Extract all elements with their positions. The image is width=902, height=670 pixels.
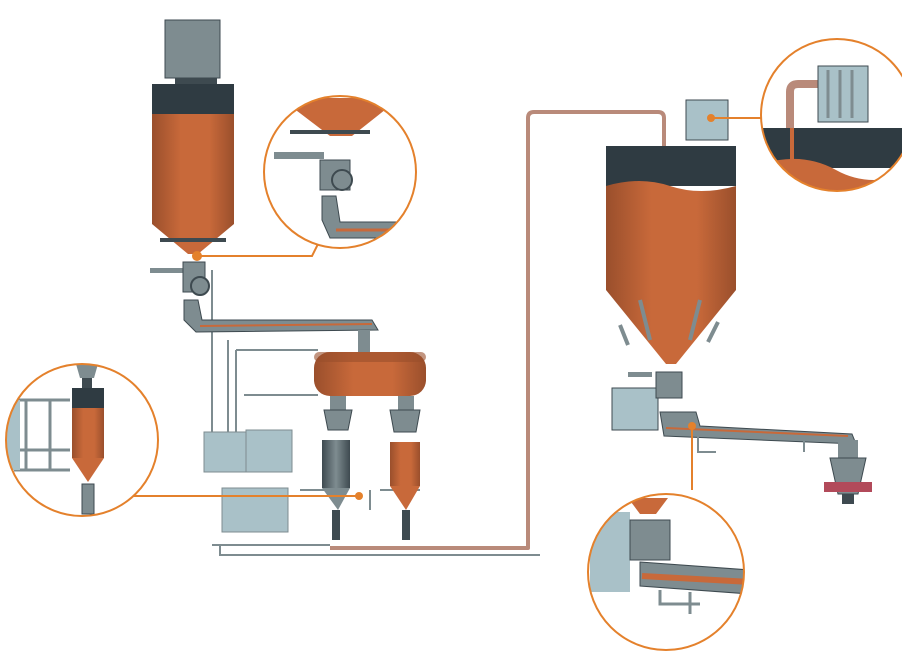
discharge-screw-conveyor (611, 371, 857, 453)
weigh-hopper-detail (5, 363, 159, 517)
weigh-hopper-right (355, 396, 421, 540)
silo-filter-detail (760, 38, 902, 192)
silo-outlet-detail (263, 95, 417, 249)
dust-filter (164, 19, 221, 86)
rotary-valve (150, 251, 210, 296)
horizontal-mixer (314, 330, 426, 396)
storage-silo (152, 84, 234, 254)
weigh-hopper-left (322, 396, 353, 540)
pneumatic-transfer-line (330, 110, 666, 550)
conveyor-detail (587, 493, 745, 651)
control-cabinets (203, 429, 293, 533)
inclined-screw-conveyor (183, 299, 379, 333)
receiving-silo (606, 146, 736, 364)
silo-top-filter (685, 99, 729, 141)
bag-filling-station (824, 440, 872, 504)
